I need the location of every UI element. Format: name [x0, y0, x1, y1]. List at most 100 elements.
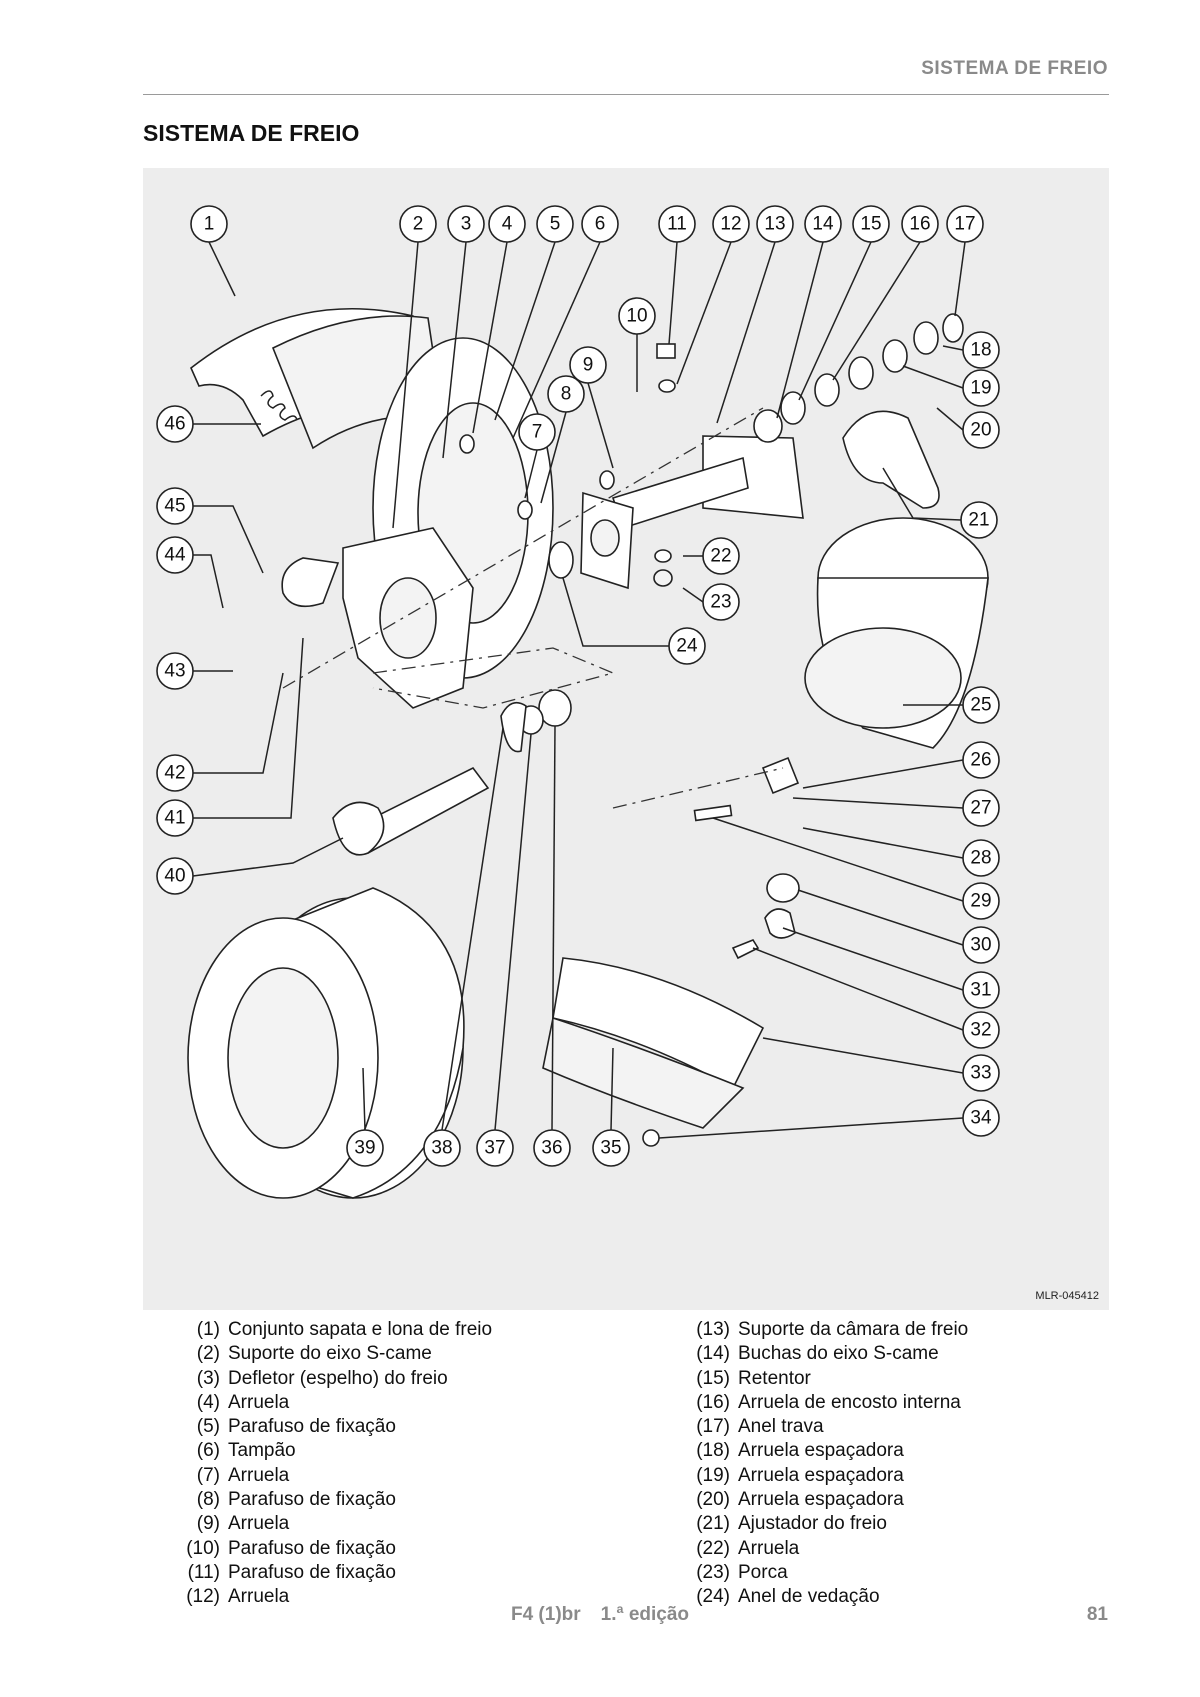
callout-17: 17 — [946, 205, 984, 243]
bushing-pair — [281, 557, 340, 608]
svg-text:35: 35 — [600, 1138, 621, 1159]
callout-4: 4 — [488, 205, 526, 243]
svg-text:15: 15 — [860, 214, 881, 235]
legend-item: (20)Arruela espaçadora — [696, 1489, 904, 1511]
footer-edition-label: 1.ª edição — [600, 1604, 690, 1625]
svg-text:18: 18 — [970, 340, 991, 361]
legend-item: (5)Parafuso de fixação — [196, 1416, 396, 1438]
leader-lines — [191, 241, 966, 1139]
legend-item: (7)Arruela — [196, 1464, 290, 1486]
callout-8: 8 — [547, 375, 585, 413]
header-rule — [143, 94, 1109, 95]
svg-text:27: 27 — [970, 798, 991, 819]
legend-item: (23)Porca — [696, 1561, 788, 1583]
seal-ring — [548, 541, 574, 579]
legend-item: (11)Parafuso de fixação — [187, 1561, 396, 1583]
washer-9 — [599, 470, 615, 490]
svg-text:31: 31 — [970, 980, 991, 1001]
svg-text:37: 37 — [484, 1138, 505, 1159]
svg-text:12: 12 — [720, 214, 741, 235]
callout-27: 27 — [962, 789, 1000, 827]
retainer-15 — [780, 391, 806, 425]
callout-5: 5 — [536, 205, 574, 243]
parts-legend-left: (1)Conjunto sapata e lona de freio (2)Su… — [170, 1318, 492, 1610]
legend-item: (8)Parafuso de fixação — [196, 1489, 396, 1511]
axis-line-1 — [282, 407, 764, 689]
footer-doc-code: F4 (1)br — [510, 1604, 581, 1625]
callout-1: 1 — [190, 205, 228, 243]
callout-37: 37 — [476, 1129, 514, 1167]
svg-text:42: 42 — [164, 763, 185, 784]
callout-10: 10 — [618, 297, 656, 335]
svg-text:38: 38 — [431, 1138, 452, 1159]
parts-legend-right: (13)Suporte da câmara de freio (14)Bucha… — [680, 1318, 968, 1610]
callout-24: 24 — [668, 627, 706, 665]
legend-item: (17)Anel trava — [696, 1416, 824, 1438]
legend-item: (14)Buchas do eixo S-came — [696, 1343, 939, 1365]
drum-hub-hole — [227, 967, 339, 1149]
svg-text:24: 24 — [676, 636, 698, 657]
svg-text:19: 19 — [970, 378, 991, 399]
svg-text:36: 36 — [541, 1138, 562, 1159]
page-number: 81 — [1086, 1604, 1108, 1625]
washer-12 — [658, 379, 676, 393]
callout-30: 30 — [962, 926, 1000, 964]
legend-item: (22)Arruela — [696, 1537, 800, 1559]
page-title: SISTEMA DE FREIO — [143, 120, 360, 146]
svg-text:43: 43 — [164, 661, 185, 682]
svg-text:16: 16 — [909, 214, 930, 235]
spider-hole — [379, 577, 437, 659]
callout-23: 23 — [702, 583, 740, 621]
svg-text:8: 8 — [561, 384, 572, 405]
callout-3: 3 — [447, 205, 485, 243]
washer-7 — [517, 500, 533, 520]
callout-44: 44 — [156, 536, 194, 574]
spring-46-draw — [260, 390, 298, 421]
legend-item: (4)Arruela — [196, 1391, 290, 1413]
bolt-11 — [656, 343, 676, 359]
svg-text:30: 30 — [970, 935, 991, 956]
callout-13: 13 — [756, 205, 794, 243]
callout-29: 29 — [962, 882, 1000, 920]
svg-text:40: 40 — [164, 866, 185, 887]
svg-text:34: 34 — [970, 1108, 992, 1129]
washer-16 — [814, 373, 840, 407]
callout-16: 16 — [901, 205, 939, 243]
callout-19: 19 — [962, 369, 1000, 407]
svg-text:5: 5 — [550, 214, 561, 235]
callout-43: 43 — [156, 652, 194, 690]
callout-41: 41 — [156, 799, 194, 837]
svg-text:23: 23 — [710, 592, 731, 613]
svg-text:46: 46 — [164, 414, 185, 435]
washer-4 — [459, 434, 475, 454]
svg-text:20: 20 — [970, 420, 991, 441]
clevis — [761, 756, 800, 795]
callout-2: 2 — [399, 205, 437, 243]
callout-22: 22 — [702, 537, 740, 575]
legend-item: (15)Retentor — [696, 1367, 811, 1389]
nut-23 — [653, 569, 673, 587]
legend-item: (3)Defletor (espelho) do freio — [196, 1367, 448, 1389]
tube — [611, 456, 749, 530]
brake-lining-lower — [542, 1016, 745, 1129]
svg-text:11: 11 — [667, 214, 687, 235]
bushing-14 — [753, 409, 783, 443]
svg-text:9: 9 — [583, 355, 594, 376]
footer-edition: F4 (1)br 1.ª edição — [0, 1604, 1200, 1626]
assembly-outline — [372, 647, 616, 709]
svg-text:33: 33 — [970, 1063, 991, 1084]
callout-20: 20 — [962, 411, 1000, 449]
legend-item: (16)Arruela de encosto interna — [696, 1391, 961, 1413]
running-head: SISTEMA DE FREIO — [921, 58, 1108, 79]
svg-text:7: 7 — [532, 422, 543, 443]
callout-7: 7 — [518, 413, 556, 451]
svg-text:28: 28 — [970, 848, 991, 869]
slack-adjuster — [842, 410, 940, 509]
clip-32 — [731, 939, 760, 960]
callout-46: 46 — [156, 405, 194, 443]
callout-21: 21 — [960, 501, 998, 539]
legend-item: (24)Anel de vedação — [696, 1586, 880, 1608]
callout-12: 12 — [712, 205, 750, 243]
callout-31: 31 — [962, 971, 1000, 1009]
ring-17 — [942, 313, 964, 343]
